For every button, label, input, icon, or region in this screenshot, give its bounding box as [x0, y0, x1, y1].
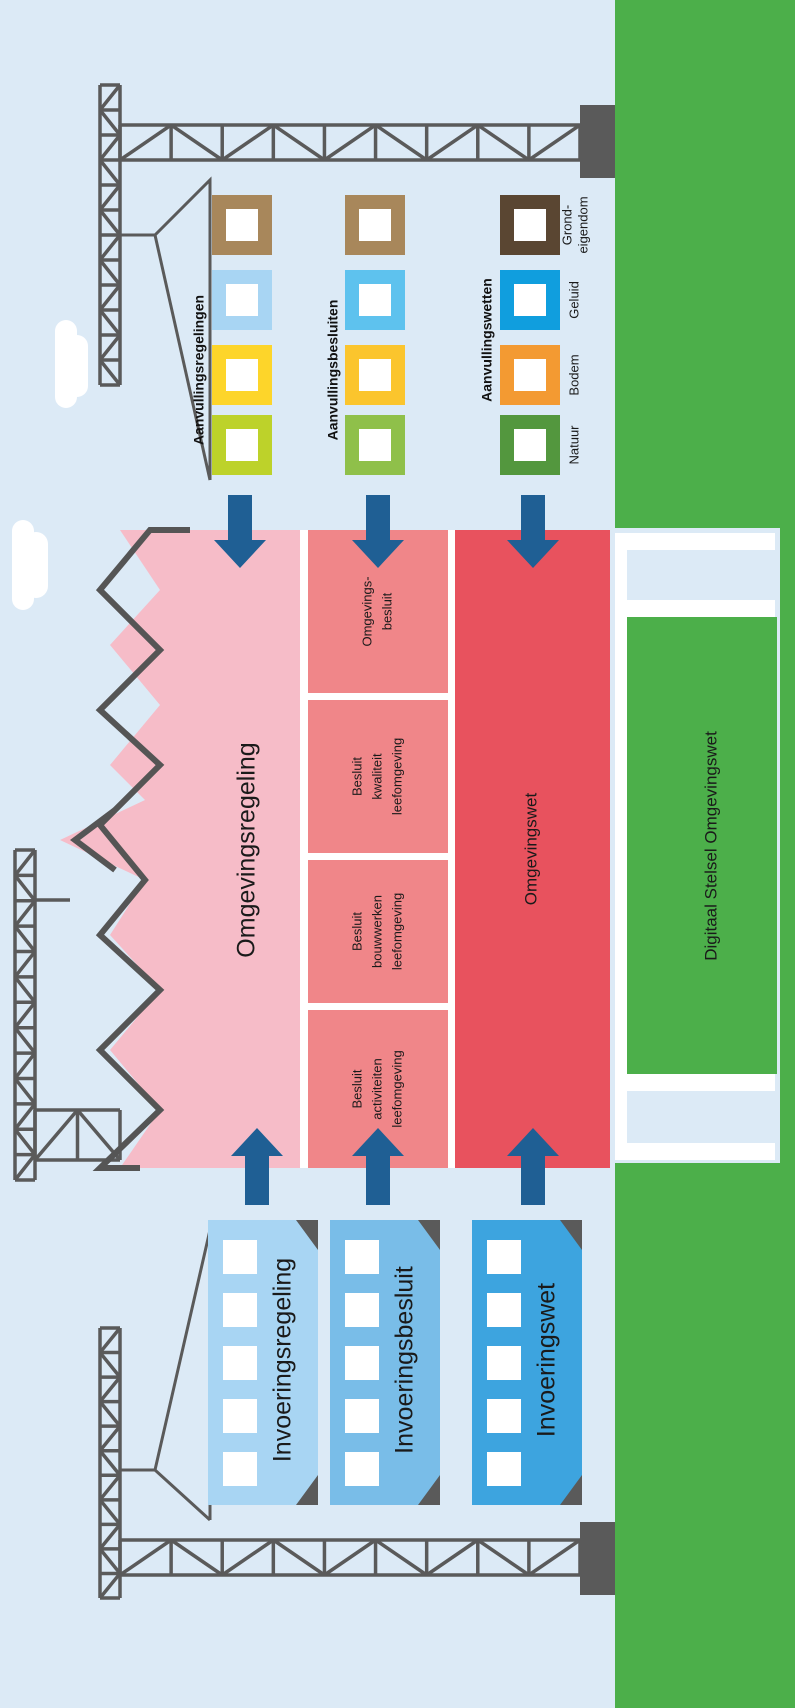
- window: [487, 1346, 521, 1380]
- aanvullingswet-label: Geluid: [566, 281, 581, 319]
- aanvulling-group: Aanvullingsregelingen Aanvullingsbesluite…: [191, 195, 590, 475]
- besluit-label: leefomgeving: [389, 893, 404, 970]
- regulation-square: [345, 345, 405, 405]
- arrow-group: [214, 495, 559, 1205]
- aanvullingswetten-title: Aanvullingswetten: [479, 278, 495, 402]
- window: [487, 1399, 521, 1433]
- regulation-square: [345, 270, 405, 330]
- arrow-down-icon: [214, 495, 266, 568]
- crane-mast-middle: [13, 848, 37, 1182]
- ground-label: Digitaal Stelsel Omgevingswet: [701, 731, 720, 961]
- regulation-square: [212, 195, 272, 255]
- arrow-down-icon: [352, 495, 404, 568]
- regulation-square: [212, 345, 272, 405]
- besluit-label: besluit: [379, 592, 394, 630]
- regulation-square: [212, 415, 272, 475]
- regulation-square: [500, 195, 560, 255]
- regulation-square: [500, 415, 560, 475]
- invoering-group: Invoeringsregeling Invoeringsbesluit Invoe…: [208, 1220, 582, 1505]
- aanvullingswetten-squares: [500, 195, 560, 475]
- wet-label: Omgevingswet: [521, 793, 540, 906]
- crane-arm-middle: [33, 1108, 122, 1162]
- window: [345, 1346, 379, 1380]
- crane-jib-top: [118, 123, 582, 162]
- aanvullingswet-label: Grond-: [559, 205, 574, 245]
- besluit-label: leefomgeving: [389, 738, 404, 815]
- crane-base: [580, 1522, 615, 1595]
- besluit-label: kwaliteit: [369, 753, 384, 800]
- window: [345, 1240, 379, 1274]
- regulation-square: [500, 345, 560, 405]
- invoering-regeling-label: Invoeringsregeling: [269, 1258, 297, 1462]
- window: [223, 1452, 257, 1486]
- cloud-icon: [55, 320, 88, 408]
- roof-notch: [70, 807, 117, 873]
- roof-outline: [92, 527, 190, 1171]
- besluit-label: Besluit: [349, 912, 364, 951]
- window: [223, 1399, 257, 1433]
- aanvullingsbesluiten-squares: [345, 195, 405, 475]
- invoering-regeling-building: Invoeringsregeling: [208, 1220, 318, 1505]
- aanvullingsregelingen-squares: [212, 195, 272, 475]
- window: [487, 1452, 521, 1486]
- arrow-up-icon: [352, 1128, 404, 1205]
- aanvullingswet-label: Bodem: [566, 354, 581, 395]
- besluit-label: Besluit: [349, 1069, 364, 1108]
- aanvullingswet-label: Natuur: [566, 425, 581, 465]
- regulation-square: [212, 270, 272, 330]
- besluit-label: activiteiten: [369, 1058, 384, 1119]
- invoering-wet-building: Invoeringswet: [472, 1220, 582, 1505]
- crane-base: [580, 105, 615, 178]
- aanvullingsbesluiten-title: Aanvullingsbesluiten: [325, 300, 341, 441]
- window: [345, 1452, 379, 1486]
- regeling-block: [60, 530, 300, 1168]
- besluit-label: Omgevings-: [359, 576, 374, 646]
- arrow-down-icon: [507, 495, 559, 568]
- regulation-square: [345, 195, 405, 255]
- invoering-besluit-building: Invoeringsbesluit: [330, 1220, 440, 1505]
- aanvullingswet-label: eigendom: [575, 196, 590, 253]
- besluit-label: leefomgeving: [389, 1050, 404, 1127]
- window: [223, 1240, 257, 1274]
- ground-platform: [615, 0, 795, 1708]
- regulation-square: [345, 415, 405, 475]
- regeling-label: Omgevingsregeling: [233, 742, 261, 957]
- window: [345, 1399, 379, 1433]
- window: [487, 1293, 521, 1327]
- aanvullingsregelingen-title: Aanvullingsregelingen: [191, 295, 207, 445]
- cloud-icon: [12, 520, 48, 610]
- window: [223, 1346, 257, 1380]
- arrow-up-icon: [507, 1128, 559, 1205]
- window: [223, 1293, 257, 1327]
- regulation-square: [500, 270, 560, 330]
- window: [487, 1240, 521, 1274]
- wet-block: [455, 530, 610, 1168]
- crane-mast-bottom: [98, 1326, 122, 1600]
- besluit-label: bouwwerken: [369, 895, 384, 968]
- invoering-wet-label: Invoeringswet: [533, 1283, 561, 1437]
- crane-jib-bottom: [118, 1538, 582, 1577]
- invoering-besluit-label: Invoeringsbesluit: [391, 1266, 419, 1454]
- window: [345, 1293, 379, 1327]
- besluit-block: Besluit kwaliteit leefomgeving: [308, 700, 448, 853]
- besluit-block: Besluit bouwwerken leefomgeving: [308, 860, 448, 1003]
- besluit-label: Besluit: [349, 757, 364, 796]
- crane-group: [13, 83, 582, 1600]
- arrow-up-icon: [231, 1128, 283, 1205]
